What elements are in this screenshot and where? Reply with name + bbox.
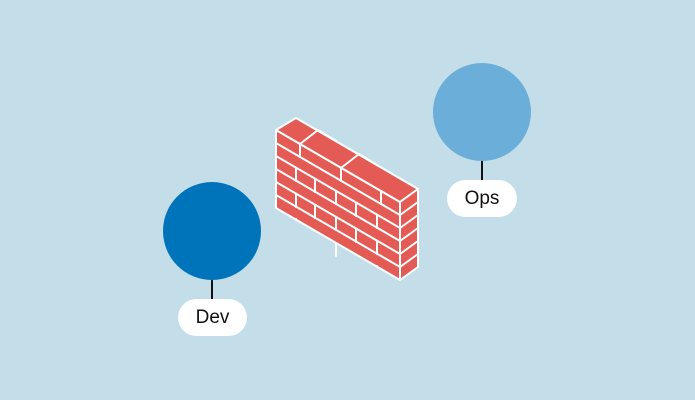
ops-label: Ops: [447, 180, 517, 217]
ops-node: [433, 63, 531, 161]
dev-connector: [211, 280, 213, 300]
dev-label: Dev: [178, 299, 247, 336]
ops-connector: [481, 161, 483, 181]
dev-node: [163, 182, 261, 280]
